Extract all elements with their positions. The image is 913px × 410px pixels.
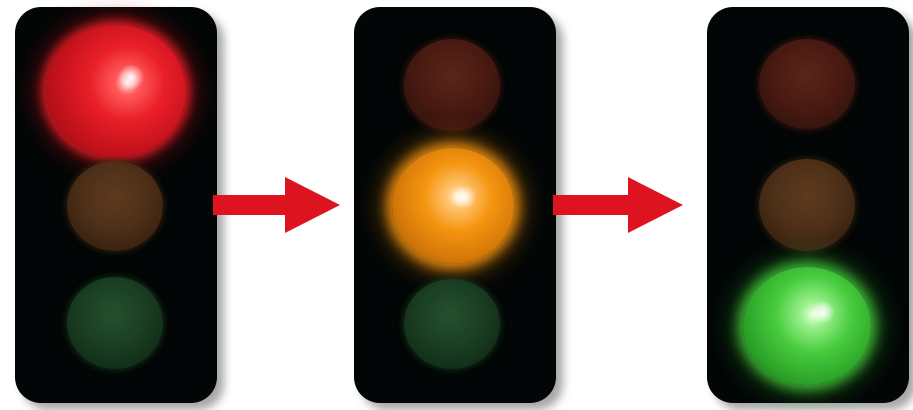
red-lamp-lit bbox=[46, 25, 186, 157]
green-lamp-unlit bbox=[404, 279, 500, 369]
red-lamp-unlit bbox=[404, 39, 500, 131]
traffic-light-red-phase bbox=[15, 7, 217, 403]
traffic-light-amber-phase bbox=[354, 7, 556, 403]
amber-lamp-lit bbox=[392, 148, 514, 264]
green-lamp-lit bbox=[743, 267, 871, 385]
right-arrow-icon bbox=[553, 177, 683, 233]
traffic-light-green-phase bbox=[707, 7, 909, 403]
right-arrow-icon bbox=[213, 177, 340, 233]
amber-lamp-unlit bbox=[67, 161, 163, 251]
green-lamp-unlit bbox=[67, 277, 163, 369]
amber-lamp-unlit bbox=[759, 159, 855, 251]
red-lamp-unlit bbox=[759, 39, 855, 129]
